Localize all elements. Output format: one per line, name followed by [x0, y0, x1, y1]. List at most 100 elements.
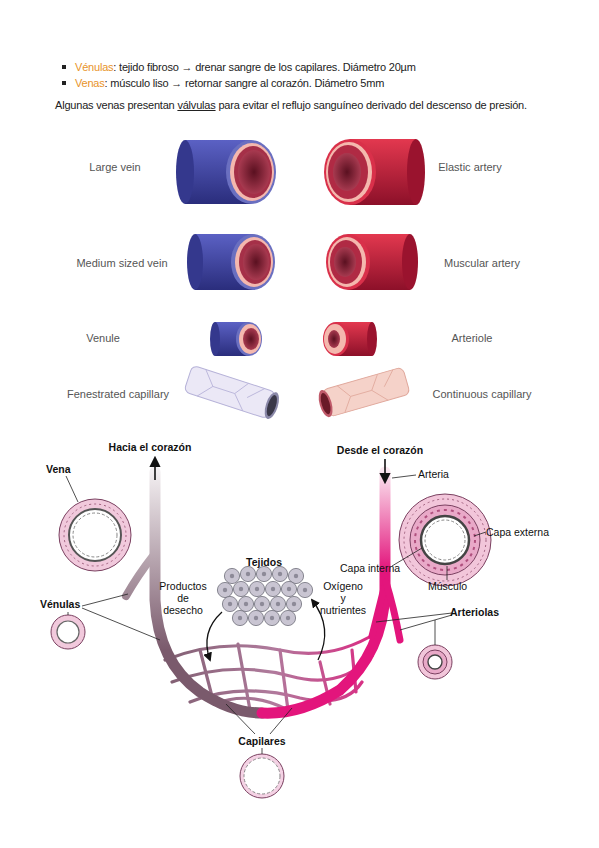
vein-cross-section [64, 504, 126, 566]
part-label: Venule [53, 332, 153, 344]
tissue-cells [249, 581, 264, 596]
leader-line [66, 475, 486, 754]
large-vein [176, 140, 194, 204]
capillary-bed [280, 650, 288, 710]
artery-vessel [262, 472, 400, 713]
highlight-term: válvulas [177, 99, 215, 111]
arteriole-cross-section [418, 645, 452, 679]
medium-vein [231, 234, 275, 290]
vein-vessel [126, 556, 153, 596]
fenestrated-capillary [262, 390, 282, 420]
leader-line [270, 708, 292, 734]
artery-cross-section [415, 510, 475, 570]
text-line: Vénulas: tejido fibroso → drenar sangre … [75, 61, 416, 74]
tissue-cells [297, 582, 312, 597]
capillary-bed [165, 632, 378, 710]
elastic-artery [328, 145, 368, 199]
venule [243, 328, 259, 350]
tissue-cells [217, 582, 232, 597]
venule [210, 322, 220, 356]
artery-vessel [386, 582, 400, 640]
tissue-cells [232, 610, 247, 625]
muscular-artery [330, 240, 362, 284]
continuous-capillary [319, 392, 333, 415]
large-vein [230, 143, 274, 201]
part-label: Capilares [222, 735, 302, 747]
venule [239, 324, 261, 354]
arteriole [328, 330, 340, 348]
continuous-capillary [316, 388, 335, 418]
note-text: Algunas venas presentan [55, 99, 177, 111]
note-text: : músculo liso → retornar sangre al cora… [105, 77, 385, 89]
artery-cross-section [421, 516, 469, 564]
muscular-artery [328, 237, 366, 287]
large-vein [234, 146, 272, 198]
capillary-cross-section [240, 754, 284, 798]
bullet-marker [62, 65, 66, 85]
part-label: Oxígeno y nutrientes [320, 580, 366, 616]
medium-vein [187, 234, 275, 290]
continuous-capillary [316, 367, 410, 419]
leader-line [82, 594, 128, 606]
capillary-cross-section [244, 758, 280, 794]
vein-cross-section [69, 509, 121, 561]
tissue-cells [270, 596, 285, 611]
part-label: Hacia el corazón [85, 441, 215, 453]
elastic-artery [324, 139, 376, 205]
flow-arrow [155, 458, 385, 482]
venule-cross-section [51, 615, 85, 649]
highlight-term: Vénulas [75, 61, 113, 73]
vein-cross-section [59, 499, 131, 571]
part-label: Elastic artery [415, 161, 525, 173]
capillary-bed [165, 632, 378, 660]
part-label: Medium sized vein [57, 257, 187, 269]
part-label: Vénulas [40, 598, 100, 610]
artery-cross-section [425, 520, 465, 560]
capillary-bed [238, 644, 250, 710]
medium-vein [187, 234, 203, 290]
tissue-cells [238, 596, 253, 611]
muscular-artery [402, 234, 418, 290]
venule [210, 322, 262, 356]
tissue-cells [254, 596, 269, 611]
tissue-cells [233, 581, 248, 596]
vein-vessel [126, 472, 262, 713]
tissue-cells [222, 596, 237, 611]
muscular-artery [334, 247, 356, 277]
leader-line [262, 748, 263, 754]
tissue-cells [240, 566, 255, 581]
part-label: Fenestrated capillary [48, 388, 188, 400]
muscular-artery [326, 234, 418, 290]
flow-arrow [384, 459, 386, 482]
arteriole-cross-section [418, 645, 452, 679]
part-label: Continuous capillary [412, 388, 552, 400]
leader-line [435, 620, 436, 645]
leader-line [400, 615, 452, 630]
venule-cross-section [57, 621, 79, 643]
medium-vein [235, 237, 273, 287]
elastic-artery [326, 142, 372, 202]
elastic-artery [333, 153, 361, 191]
tissue-cells [217, 566, 312, 625]
fenestrated-capillary [184, 365, 276, 419]
exchange-arrow [207, 612, 222, 660]
part-label: Arteria [418, 468, 478, 480]
tissue-cells [248, 610, 263, 625]
bullet-marker [62, 65, 66, 69]
part-label: Large vein [60, 161, 170, 173]
note-text: : tejido fibroso → drenar sangre de los … [113, 61, 415, 73]
continuous-capillary [337, 370, 400, 413]
tissue-cells [272, 566, 287, 581]
part-label: Arteriole [422, 332, 522, 344]
note-text: para evitar el reflujo sanguíneo derivad… [216, 99, 527, 111]
medium-vein [239, 240, 271, 284]
continuous-capillary [322, 367, 410, 417]
muscular-artery [326, 234, 370, 290]
fenestrated-capillary [184, 365, 282, 421]
large-vein [176, 140, 276, 204]
arteriole-cross-section [428, 655, 442, 669]
artery-cross-section [399, 494, 491, 586]
venule-cross-section [51, 615, 85, 649]
part-label: Arteriolas [450, 606, 520, 618]
